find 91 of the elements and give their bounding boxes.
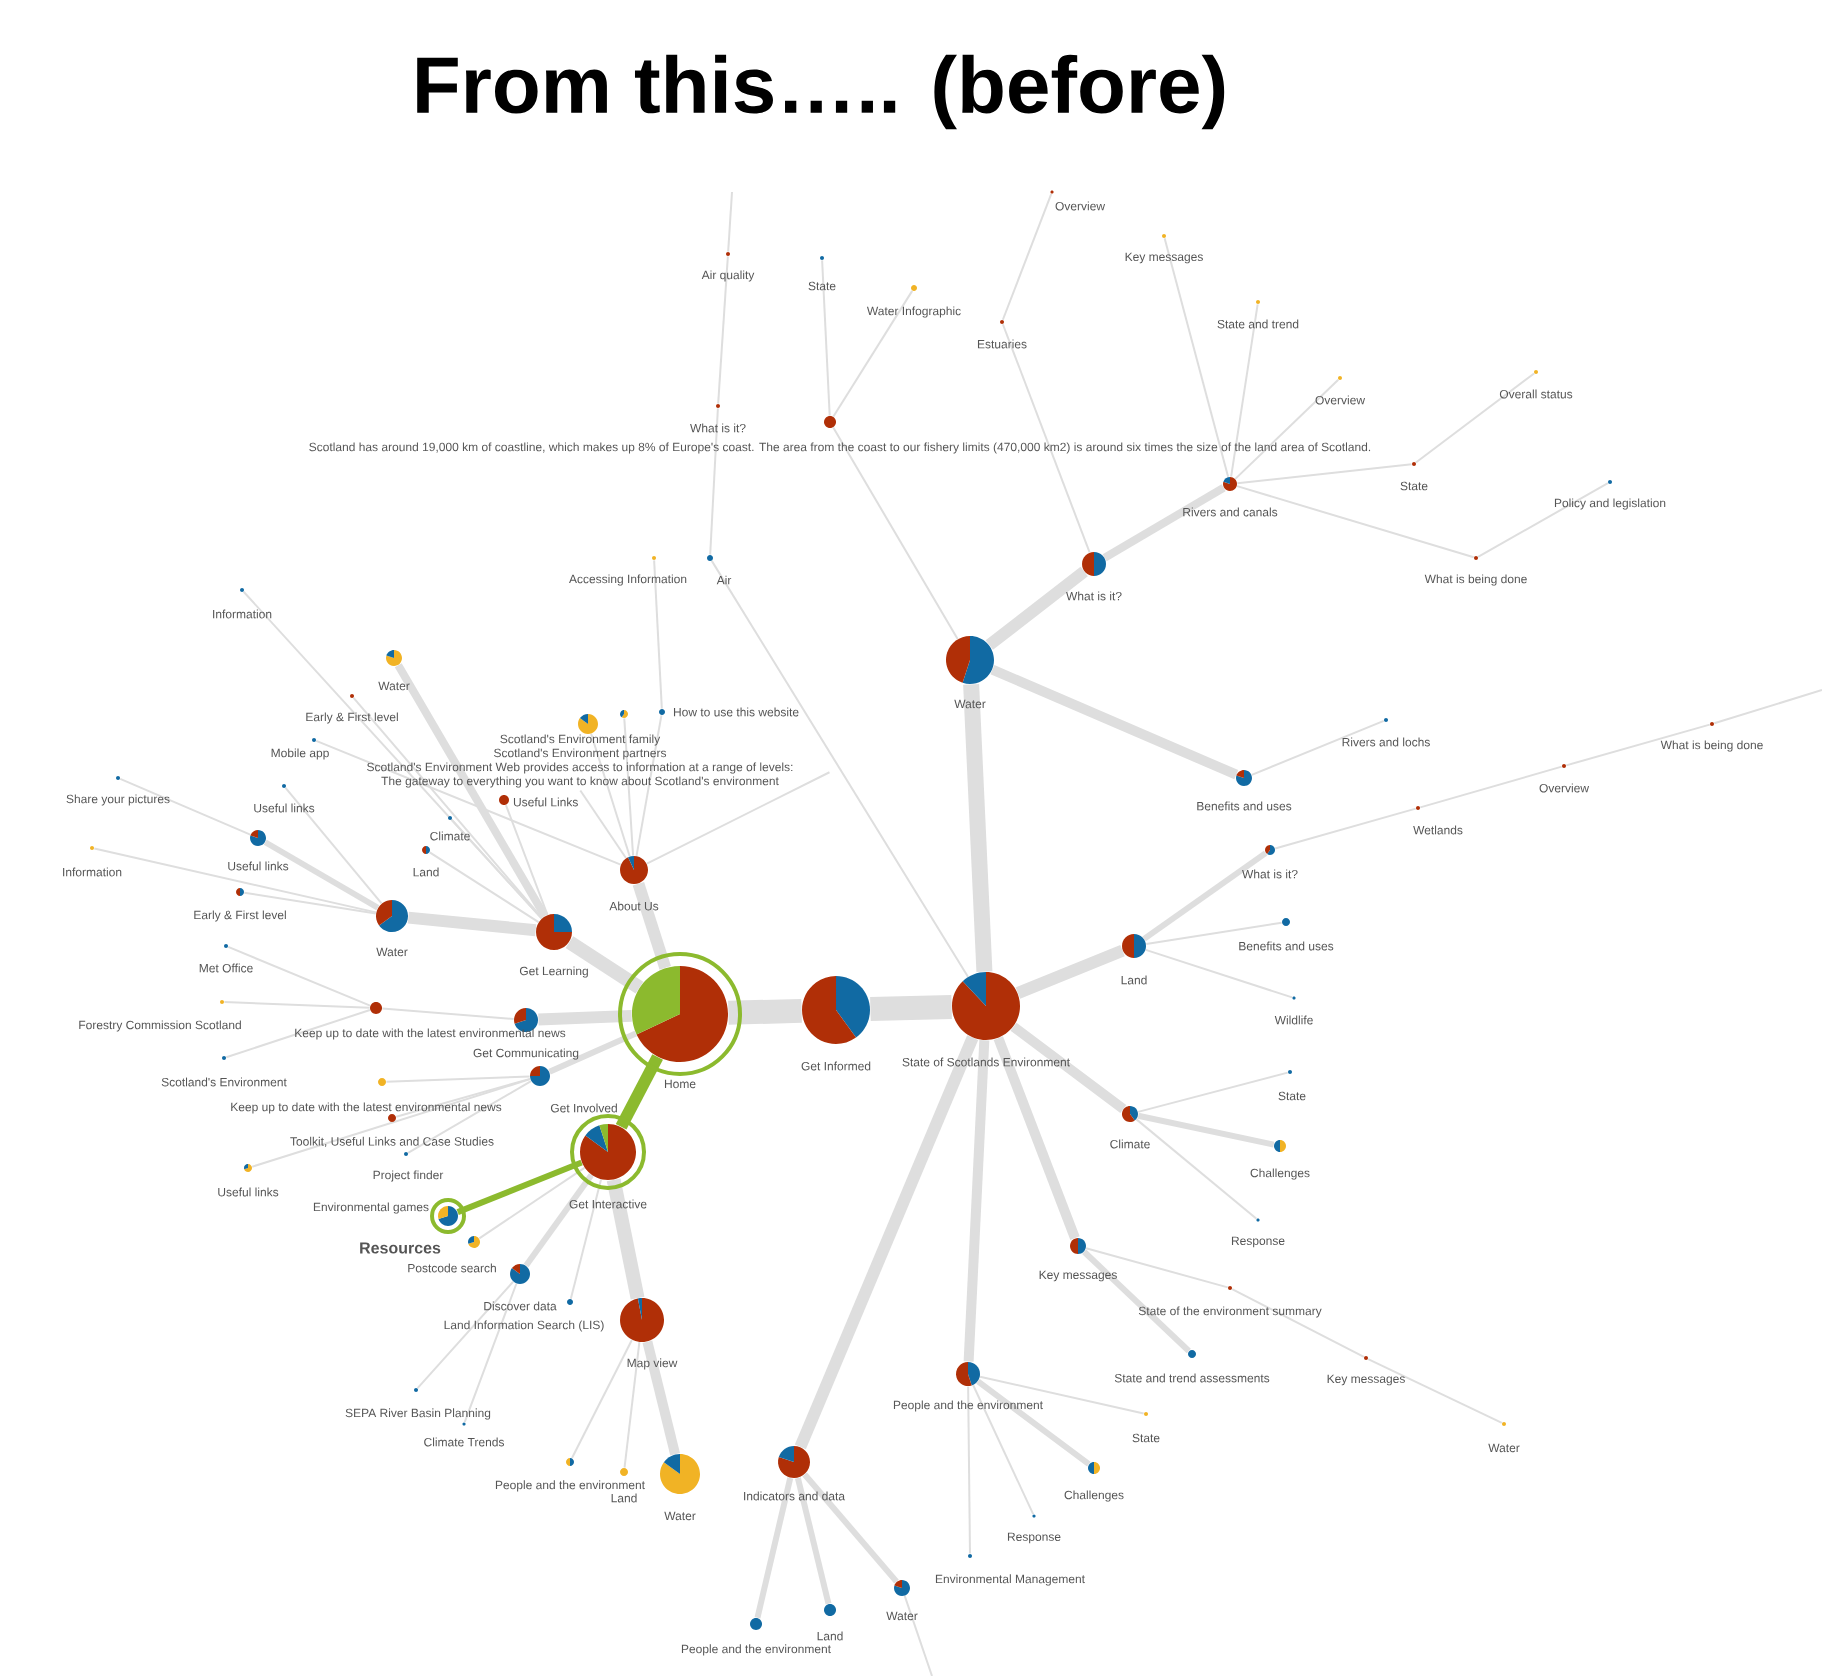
connector-line <box>538 1009 632 1026</box>
connector-line <box>1001 192 1053 321</box>
connector-line <box>1230 303 1259 478</box>
connector-line <box>395 1077 531 1118</box>
connector-line <box>590 732 631 858</box>
connector-line <box>802 1472 899 1584</box>
connector-line <box>1135 1118 1258 1220</box>
connector-line <box>251 1078 532 1168</box>
connector-line <box>571 1338 633 1460</box>
connector-line <box>93 847 377 914</box>
connector-line <box>119 777 252 836</box>
connector-line <box>1565 723 1711 767</box>
connector-line <box>727 191 733 253</box>
connector-line <box>1234 378 1340 480</box>
connector-line <box>963 1040 990 1362</box>
connector-line <box>832 289 914 418</box>
connector-line <box>794 1477 832 1605</box>
connector-line <box>623 1341 641 1469</box>
connector-line <box>456 1159 583 1215</box>
connector-line <box>284 786 383 905</box>
connector-line <box>1367 1358 1503 1424</box>
connector-line <box>223 1001 371 1009</box>
connector-line <box>504 804 549 916</box>
connector-line <box>903 1594 933 1676</box>
connector-line <box>754 1477 794 1619</box>
connector-line <box>1001 323 1091 554</box>
connector-line <box>548 1030 637 1075</box>
connector-line <box>225 1009 371 1059</box>
connector-line <box>407 911 537 937</box>
connector-line <box>1231 1288 1365 1358</box>
connector-line <box>645 771 831 865</box>
connector-line <box>1419 765 1563 809</box>
connector-line <box>635 714 663 857</box>
connector-line <box>1250 719 1385 776</box>
connector-line <box>352 696 544 919</box>
connector-line <box>263 839 380 911</box>
connector-line <box>463 1282 518 1424</box>
connector-line <box>642 1340 680 1456</box>
connector-line <box>1137 1112 1275 1148</box>
connector-line <box>979 1375 1145 1415</box>
connector-line <box>1102 484 1226 562</box>
connector-line <box>1414 372 1536 464</box>
connector-line <box>794 1035 979 1450</box>
section-label: Resources <box>360 1242 441 1254</box>
title: From this….. (before) <box>417 54 1225 130</box>
connector-line <box>394 663 549 919</box>
connector-line <box>623 717 635 857</box>
connector-line <box>227 945 372 1007</box>
connector-line <box>1015 945 1125 999</box>
connector-line <box>963 684 993 972</box>
connector-line <box>1144 948 1294 999</box>
connector-line <box>985 566 1088 650</box>
connector-line <box>870 994 952 1022</box>
connector-line <box>565 936 644 994</box>
connector-line <box>1085 1247 1229 1289</box>
connector-line <box>972 1384 1035 1516</box>
connector-line <box>1082 1249 1191 1354</box>
connector-line <box>450 818 543 920</box>
connector-line <box>709 407 719 556</box>
connector-line <box>993 1036 1080 1240</box>
connector-line <box>821 259 831 417</box>
connector-line <box>1713 689 1822 725</box>
connector-line <box>407 1080 533 1154</box>
connector-line <box>416 1280 515 1390</box>
connector-line <box>710 559 969 978</box>
connector-line <box>976 1379 1091 1467</box>
connector-line <box>1142 850 1268 942</box>
connector-line <box>653 559 663 710</box>
connector-line <box>478 1166 586 1240</box>
connector-line <box>1137 1071 1289 1113</box>
connector-line <box>1010 1022 1127 1113</box>
connector-line <box>1274 807 1417 850</box>
connector-line <box>243 891 377 915</box>
connector-line <box>990 665 1239 780</box>
connector-line <box>1236 463 1413 485</box>
connector-line <box>1236 485 1475 559</box>
connector-line <box>579 789 627 860</box>
connector-line <box>569 1178 603 1300</box>
connector-line <box>1163 237 1230 478</box>
connector-line <box>381 1007 515 1020</box>
connector-line <box>717 255 729 405</box>
connector-line <box>428 851 540 924</box>
connector-line <box>315 739 622 866</box>
connector-line <box>606 1178 645 1300</box>
connector-line <box>832 426 959 640</box>
connector-line <box>967 1385 971 1555</box>
connector-line <box>385 1075 531 1083</box>
connector-line <box>523 1173 594 1268</box>
connector-line <box>632 881 671 970</box>
connector-line <box>1477 482 1609 558</box>
connector-line <box>1145 921 1283 946</box>
